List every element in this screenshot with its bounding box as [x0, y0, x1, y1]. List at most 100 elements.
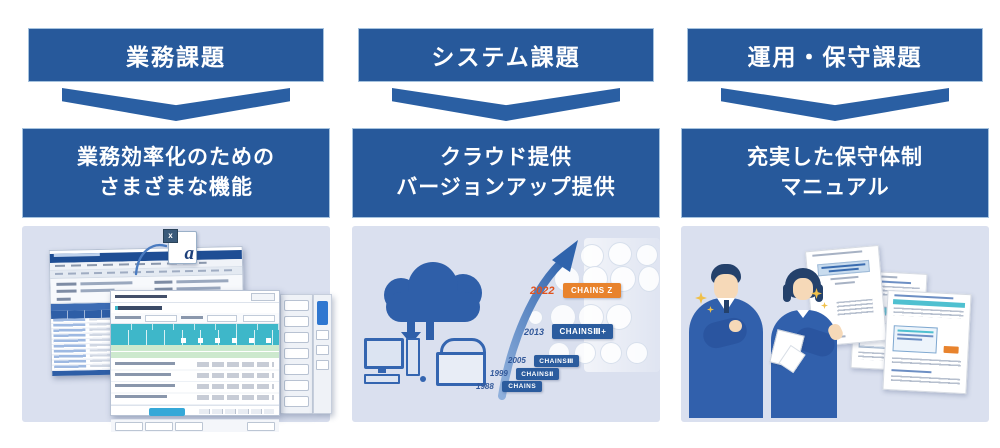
table-body — [111, 359, 279, 405]
problem-header-system-label: システム課題 — [431, 44, 581, 70]
app-window-front — [110, 290, 280, 432]
doc-paragraph — [891, 357, 962, 367]
timeline-version-chip: CHAINS — [502, 381, 543, 393]
filter-button-placeholder — [243, 315, 275, 322]
solution-line: クラウド提供 — [440, 145, 572, 169]
section-label — [111, 303, 279, 313]
field-label-placeholder — [56, 282, 77, 286]
input-cells-row — [197, 362, 274, 367]
doc-section-heading — [891, 369, 932, 374]
side-button-placeholder — [316, 360, 329, 370]
feature-bubble — [626, 342, 648, 364]
side-button-strip — [280, 294, 313, 414]
upload-arrow-head — [420, 310, 440, 322]
excel-icon: x — [163, 229, 178, 243]
column-business: 業務課題 業務効率化のための さまざまな機能 — [22, 0, 332, 448]
export-connector-arrow — [134, 243, 168, 276]
growth-arrow — [498, 240, 578, 400]
side-button-placeholder — [284, 332, 309, 343]
filter-row — [111, 313, 279, 324]
action-button-placeholder — [149, 408, 185, 416]
document-letter: a — [184, 243, 195, 264]
field-value-placeholder — [80, 281, 133, 286]
doc-paragraph — [890, 375, 961, 385]
feature-bubble — [528, 310, 543, 325]
problem-header-operation: 運用・保守課題 — [687, 28, 983, 82]
problem-header-business-label: 業務課題 — [126, 44, 226, 70]
filter-input-placeholder — [207, 315, 237, 322]
solution-line: バージョンアップ提供 — [396, 176, 616, 199]
illustration-panel-screenshots: x a — [22, 226, 332, 432]
input-cells-row — [197, 395, 274, 400]
sparkle-icon — [707, 306, 714, 313]
title-text-placeholder — [53, 252, 100, 257]
down-chevron-arrow — [392, 88, 620, 121]
problem-header-business: 業務課題 — [28, 28, 324, 82]
timeline-year: 2005 — [508, 356, 526, 366]
field-label-placeholder — [56, 289, 77, 293]
timeline-year: 1999 — [490, 369, 508, 379]
side-button-placeholder — [284, 364, 309, 375]
download-arrow-icon — [407, 314, 415, 332]
doc-paragraph — [893, 307, 964, 319]
desktop-computer-icon — [364, 338, 430, 384]
teal-table-header — [111, 330, 279, 345]
laptop-icon — [436, 338, 486, 386]
filter-label-placeholder — [181, 316, 203, 319]
filter-label-placeholder — [115, 316, 141, 319]
field-value-placeholder — [176, 279, 229, 284]
timeline-version-chip: CHAINS Z — [562, 283, 621, 299]
solution-box-system: クラウド提供 バージョンアップ提供 — [352, 128, 660, 218]
window-button-placeholder — [251, 293, 275, 301]
timeline-year: 2022 — [530, 284, 555, 297]
problem-header-operation-label: 運用・保守課題 — [747, 44, 923, 70]
row-text-placeholder — [115, 384, 175, 387]
title-text-placeholder — [115, 295, 167, 298]
woman-collar — [797, 310, 809, 318]
feature-bubble — [608, 242, 632, 266]
solution-box-operation: 充実した保守体制 マニュアル — [681, 128, 989, 218]
doc-header-line — [812, 250, 863, 257]
side-button-placeholder — [284, 316, 309, 327]
timeline-version-chip: CHAINSⅢ+ — [552, 324, 614, 340]
feature-bubble — [574, 342, 596, 364]
table-footer — [111, 405, 279, 419]
input-cells-row — [197, 384, 274, 389]
window-title-bar — [111, 291, 279, 303]
solution-line: 充実した保守体制 — [747, 145, 923, 169]
doc-callout-box — [892, 325, 938, 354]
sparkle-icon — [821, 302, 828, 309]
man-suit-body — [689, 298, 763, 418]
section-label-placeholder — [115, 306, 162, 310]
side-button-placeholder — [284, 300, 309, 311]
illustration-panel-cloud-timeline: 2022 CHAINS Z 2013 CHAINSⅢ+ 2005 CHAINSⅢ… — [352, 226, 660, 422]
timeline-version-chip: CHAINSⅡ — [516, 367, 559, 380]
doc-heading-line — [894, 294, 954, 300]
timeline-row-2013: 2013 CHAINSⅢ+ — [524, 323, 614, 341]
side-button-placeholder — [284, 380, 309, 391]
problem-header-system: システム課題 — [358, 28, 654, 82]
feature-bubble — [600, 342, 622, 364]
timeline-row-2022: 2022 CHAINS Z — [530, 282, 621, 300]
column-operation: 運用・保守課題 充実した保守体制 マニュアル — [681, 0, 989, 448]
timeline-row-1988: 1988 CHAINS — [476, 378, 543, 396]
side-button-placeholder — [284, 396, 309, 407]
bottom-button-placeholder — [115, 422, 143, 431]
export-document-icon: x a — [163, 229, 197, 264]
side-button-strip-2 — [313, 294, 332, 414]
solution-box-business: 業務効率化のための さまざまな機能 — [22, 128, 330, 218]
timeline-year: 2013 — [524, 326, 545, 337]
support-staff-man — [685, 262, 765, 418]
solution-line: 業務効率化のための — [77, 145, 275, 169]
feature-bubble — [638, 266, 660, 292]
down-chevron-arrow — [721, 88, 949, 121]
timeline-row-2005: 2005 CHAINSⅢ — [508, 352, 579, 370]
doc-orange-button — [943, 345, 959, 354]
woman-face — [793, 278, 813, 300]
illustration-panel-staff-manuals — [681, 226, 989, 422]
solution-line: さまざまな機能 — [99, 176, 253, 199]
row-text-placeholder — [115, 395, 167, 398]
checkbox-row — [181, 338, 273, 343]
row-text-placeholder — [115, 373, 171, 376]
